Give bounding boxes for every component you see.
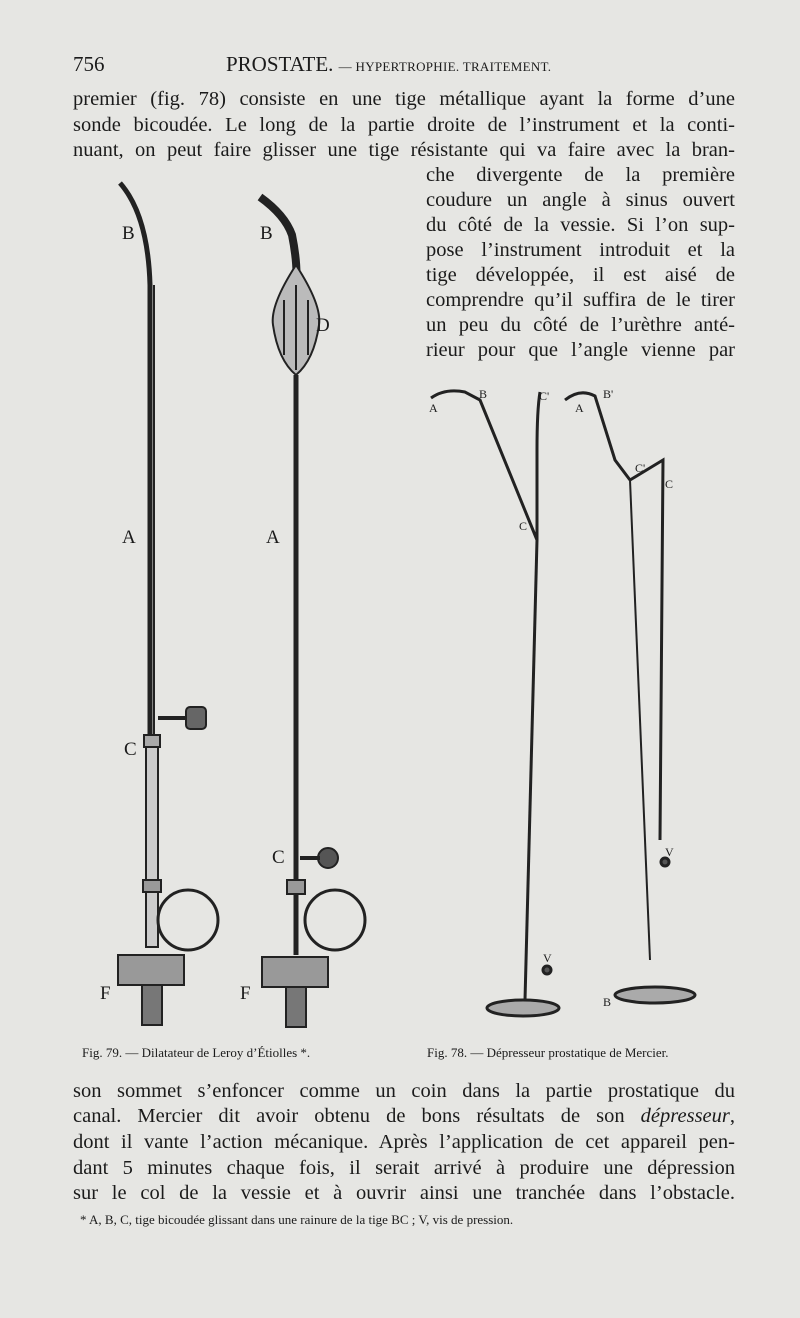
text-line: son sommet s’enfoncer comme un coin dans… <box>73 1080 735 1102</box>
label-V: V <box>665 845 674 859</box>
label-B: B <box>122 223 135 244</box>
text-line: che divergente de la première <box>426 164 735 186</box>
label-C: C <box>519 519 527 533</box>
text-line-content: canal. Mercier dit avoir obtenu de bons … <box>73 1105 735 1127</box>
header-title: PROSTATE. <box>226 52 334 76</box>
figure-79-caption: Fig. 79. — Dilatateur de Leroy d’Étiolle… <box>82 1045 311 1060</box>
emphasis: dépresseur <box>640 1105 730 1127</box>
label-B-prime: B' <box>603 387 613 401</box>
text-line: nuant, on peut faire glisser une tige ré… <box>73 139 735 161</box>
footnote: * A, B, C, tige bicoudée glissant dans u… <box>80 1212 514 1227</box>
figure-78-caption: Fig. 78. — Dépresseur prostatique de Mer… <box>427 1045 669 1060</box>
text-line: coudure un angle à sinus ouvert <box>426 189 735 211</box>
label-B: B <box>260 223 273 244</box>
text-line: dont il vante l’action mécanique. Après … <box>73 1131 735 1153</box>
figure-79-dilatateur: B A C F B D A C F <box>100 181 367 1028</box>
label-A: A <box>575 401 584 415</box>
label-F: F <box>240 983 251 1004</box>
text-line: canal. Mercier dit avoir obtenu de bons … <box>73 1105 735 1128</box>
text-line: tige développée, il est aisé de <box>426 264 735 286</box>
running-header: PROSTATE. — HYPERTROPHIE. TRAITEMENT. <box>226 52 551 77</box>
text-line: dant 5 minutes chaque fois, il serait ar… <box>73 1157 735 1179</box>
text-line: un peu du côté de l’urèthre anté- <box>426 314 735 336</box>
label-A: A <box>122 527 136 548</box>
label-A: A <box>429 401 438 415</box>
label-C: C <box>272 847 285 868</box>
label-V: V <box>543 951 552 965</box>
label-F: F <box>100 983 111 1004</box>
label-A: A <box>266 527 280 548</box>
text-line: pose l’instrument introduit et la <box>426 239 735 261</box>
label-C: C <box>665 477 673 491</box>
text-line: sonde bicoudée. Le long de la partie dro… <box>73 114 735 136</box>
header-subtitle: — HYPERTROPHIE. TRAITEMENT. <box>338 59 552 74</box>
label-C-prime: C' <box>635 461 645 475</box>
text-line: sur le col de la vessie et à ouvrir ains… <box>73 1182 735 1204</box>
text-line: rieur pour que l’angle vienne par <box>426 339 735 361</box>
label-B: B <box>603 995 611 1009</box>
text-line: du côté de la vessie. Si l’on sup- <box>426 214 735 236</box>
figure-78-depresseur: A B C' C V A B' C' C V B <box>429 387 697 1018</box>
page-number: 756 <box>73 52 105 76</box>
label-D: D <box>316 315 330 336</box>
text-line: comprendre qu’il suffira de le tirer <box>426 289 735 311</box>
text-line: premier (fig. 78) consiste en une tige m… <box>73 88 735 110</box>
label-C: C <box>124 739 137 760</box>
label-C-prime: C' <box>539 389 549 403</box>
label-B: B <box>479 387 487 401</box>
